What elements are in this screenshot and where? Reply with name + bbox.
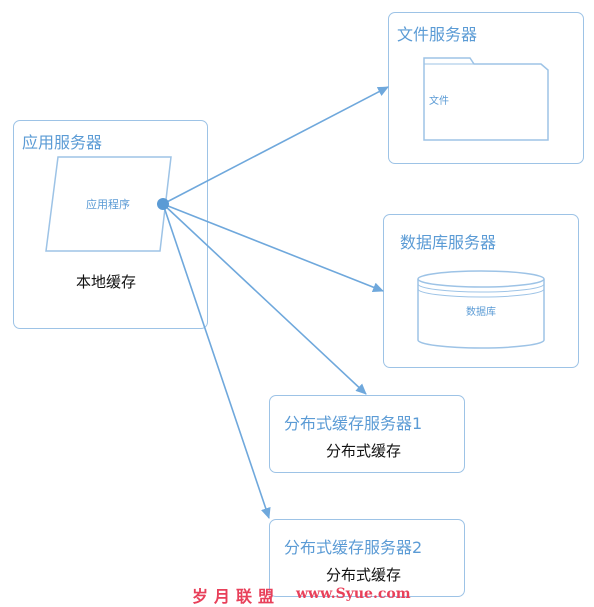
cache-server-1-content: 分布式缓存 <box>326 442 402 460</box>
db-server-title: 数据库服务器 <box>400 233 497 252</box>
arrow-to-cache-server-1 <box>162 203 367 395</box>
cache-server-1-title: 分布式缓存服务器1 <box>284 414 423 433</box>
arrow-to-db-server <box>162 203 384 292</box>
watermark-text: 岁月联盟 <box>192 587 281 606</box>
file-label: 文件 <box>429 94 449 107</box>
cache-server-2-content: 分布式缓存 <box>326 566 402 584</box>
file-folder-shape <box>423 57 549 141</box>
program-shape <box>45 156 172 252</box>
arrow-to-file-server <box>162 86 389 205</box>
app-server-box: 应用服务器 本地缓存 <box>13 120 208 329</box>
file-server-title: 文件服务器 <box>397 25 478 44</box>
connection-origin-dot <box>157 198 169 210</box>
database-cylinder <box>417 270 545 349</box>
program-label: 应用程序 <box>86 197 130 211</box>
database-label: 数据库 <box>466 305 496 318</box>
local-cache-label: 本地缓存 <box>76 273 137 291</box>
cache-server-2-box: 分布式缓存服务器2 分布式缓存 <box>269 519 465 597</box>
arrow-to-cache-server-2 <box>162 203 271 519</box>
cache-server-2-title: 分布式缓存服务器2 <box>284 538 423 557</box>
app-server-title: 应用服务器 <box>22 133 103 152</box>
cache-server-1-box: 分布式缓存服务器1 分布式缓存 <box>269 395 465 473</box>
watermark-url: www.Syue.com <box>296 586 411 602</box>
